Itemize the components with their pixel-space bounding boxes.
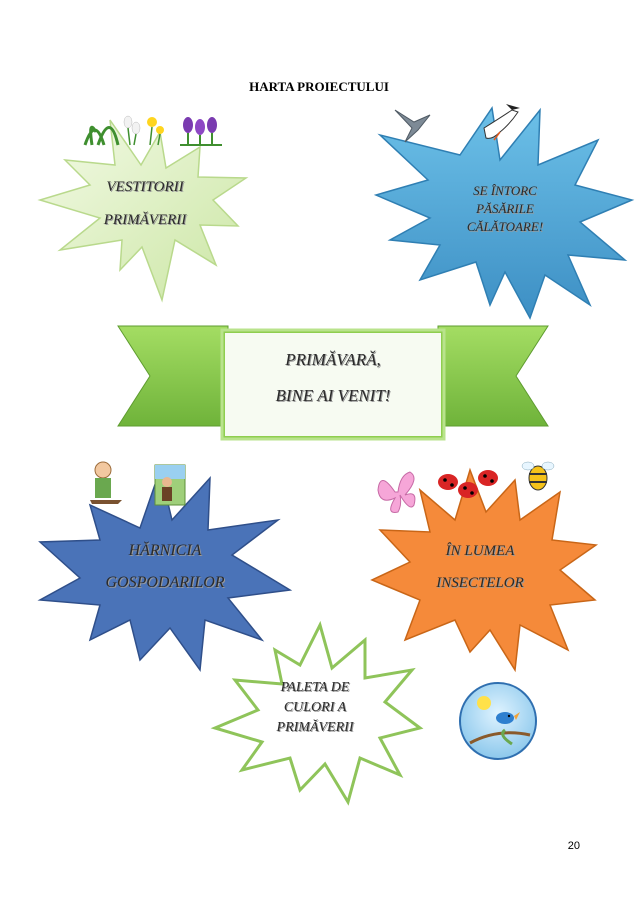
label-harnicia: HĂRNICIA GOSPODARILOR [80,535,250,599]
banner-line1: PRIMĂVARĂ, [285,350,381,369]
label-paleta-line2: CULORI A [283,700,347,715]
label-harnicia-line2: GOSPODARILOR [105,574,225,591]
label-insecte-line2: INSECTELOR [436,575,524,591]
burst-vestitorii [37,119,249,303]
migrating-birds-icon [394,104,520,143]
label-vestitorii-line2: PRIMĂVERII [103,212,187,228]
spring-bird-circle-icon [459,682,537,760]
label-vestitorii-line1: VESTITORII [106,179,184,195]
banner-ribbon [117,325,549,441]
label-harnicia-line1: HĂRNICIA [128,542,202,559]
label-paleta: PALETA DE CULORI A PRIMĂVERII [250,678,380,734]
label-insecte: ÎN LUMEA INSECTELOR [410,535,550,599]
banner-label: PRIMĂVARĂ, BINE AI VENIT! [228,342,438,414]
gardeners-icon [90,461,186,506]
insects-icon [377,461,555,513]
label-insecte-line1: ÎN LUMEA [445,543,515,559]
label-pasari: SE ÎNTORC PĂSĂRILE CĂLĂTOARE! [440,182,570,236]
page-title: HARTA PROIECTULUI [249,79,389,94]
label-pasari-line2: PĂSĂRILE [476,201,534,216]
page-number: 20 [567,840,580,852]
label-paleta-line3: PRIMĂVERII [276,720,354,734]
label-pasari-line3: CĂLĂTOARE! [466,219,544,234]
label-vestitorii: VESTITORII PRIMĂVERII [70,171,220,237]
burst-insecte [370,467,599,673]
burst-pasari [373,106,635,320]
label-paleta-line1: PALETA DE [280,680,350,695]
banner-line2: BINE AI VENIT! [275,386,391,405]
burst-paleta [210,620,424,806]
spring-flowers-icon [83,115,222,146]
label-pasari-line1: SE ÎNTORC [473,183,537,198]
burst-harnicia [37,467,293,673]
